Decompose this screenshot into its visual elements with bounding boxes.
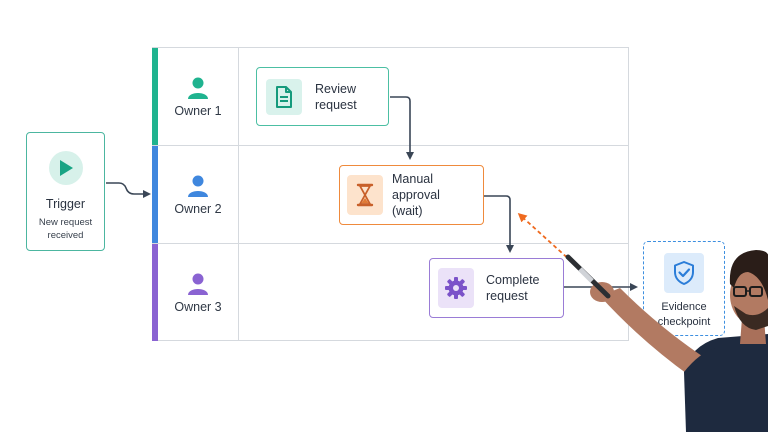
step-manual-approval[interactable]: Manual approval (wait) xyxy=(339,165,484,225)
trigger-subtitle: New request received xyxy=(39,216,92,242)
step-review-request[interactable]: Review request xyxy=(256,67,389,126)
lane-label: Owner 2 xyxy=(174,201,222,216)
step-label: Complete request xyxy=(486,272,540,304)
play-icon xyxy=(48,151,83,185)
lane-color-bar xyxy=(152,48,158,145)
hourglass-icon xyxy=(347,175,383,215)
lane-header: Owner 1 xyxy=(158,48,239,145)
connector-trigger-to-lanes xyxy=(106,182,151,198)
lane-color-bar xyxy=(152,244,158,341)
connector-approval-to-complete xyxy=(484,195,514,253)
lane-owner-3: Owner 3 xyxy=(152,243,628,341)
step-label-line1: Manual approval xyxy=(392,172,440,202)
evidence-label: Evidence checkpoint xyxy=(658,300,711,330)
step-label-line1: Complete xyxy=(486,273,540,287)
shield-check-icon xyxy=(664,253,704,293)
evidence-checkpoint-node[interactable]: Evidence checkpoint xyxy=(643,241,725,336)
lane-label: Owner 3 xyxy=(174,299,222,314)
step-label-line2: request xyxy=(315,97,357,112)
trigger-node[interactable]: Trigger New request received xyxy=(26,132,105,251)
gear-icon xyxy=(438,268,474,308)
step-label-line2: (wait) xyxy=(392,204,423,218)
lane-owner-2: Owner 2 xyxy=(152,145,628,243)
trigger-title: Trigger xyxy=(45,197,86,211)
document-icon xyxy=(266,78,302,115)
step-label: Review request xyxy=(315,81,357,113)
trigger-subtitle-line2: received xyxy=(47,230,84,241)
evidence-label-line2: checkpoint xyxy=(657,316,711,328)
lane-owner-1: Owner 1 xyxy=(152,48,628,145)
step-label: Manual approval (wait) xyxy=(392,171,483,219)
connector-review-to-approval xyxy=(390,96,414,160)
pointer-dashed-arrow xyxy=(517,212,573,263)
step-label-line2: request xyxy=(486,289,528,303)
lane-color-bar xyxy=(152,146,158,243)
lane-header: Owner 3 xyxy=(158,244,239,341)
trigger-subtitle-line1: New request xyxy=(38,217,93,228)
step-label-line1: Review xyxy=(315,81,356,96)
lane-label: Owner 1 xyxy=(174,103,222,118)
presenter-figure xyxy=(565,250,768,432)
lane-header: Owner 2 xyxy=(158,146,239,243)
person-icon xyxy=(188,77,208,99)
person-icon xyxy=(188,273,208,295)
step-complete-request[interactable]: Complete request xyxy=(429,258,564,318)
person-icon xyxy=(188,175,208,197)
evidence-label-line1: Evidence xyxy=(661,301,707,313)
